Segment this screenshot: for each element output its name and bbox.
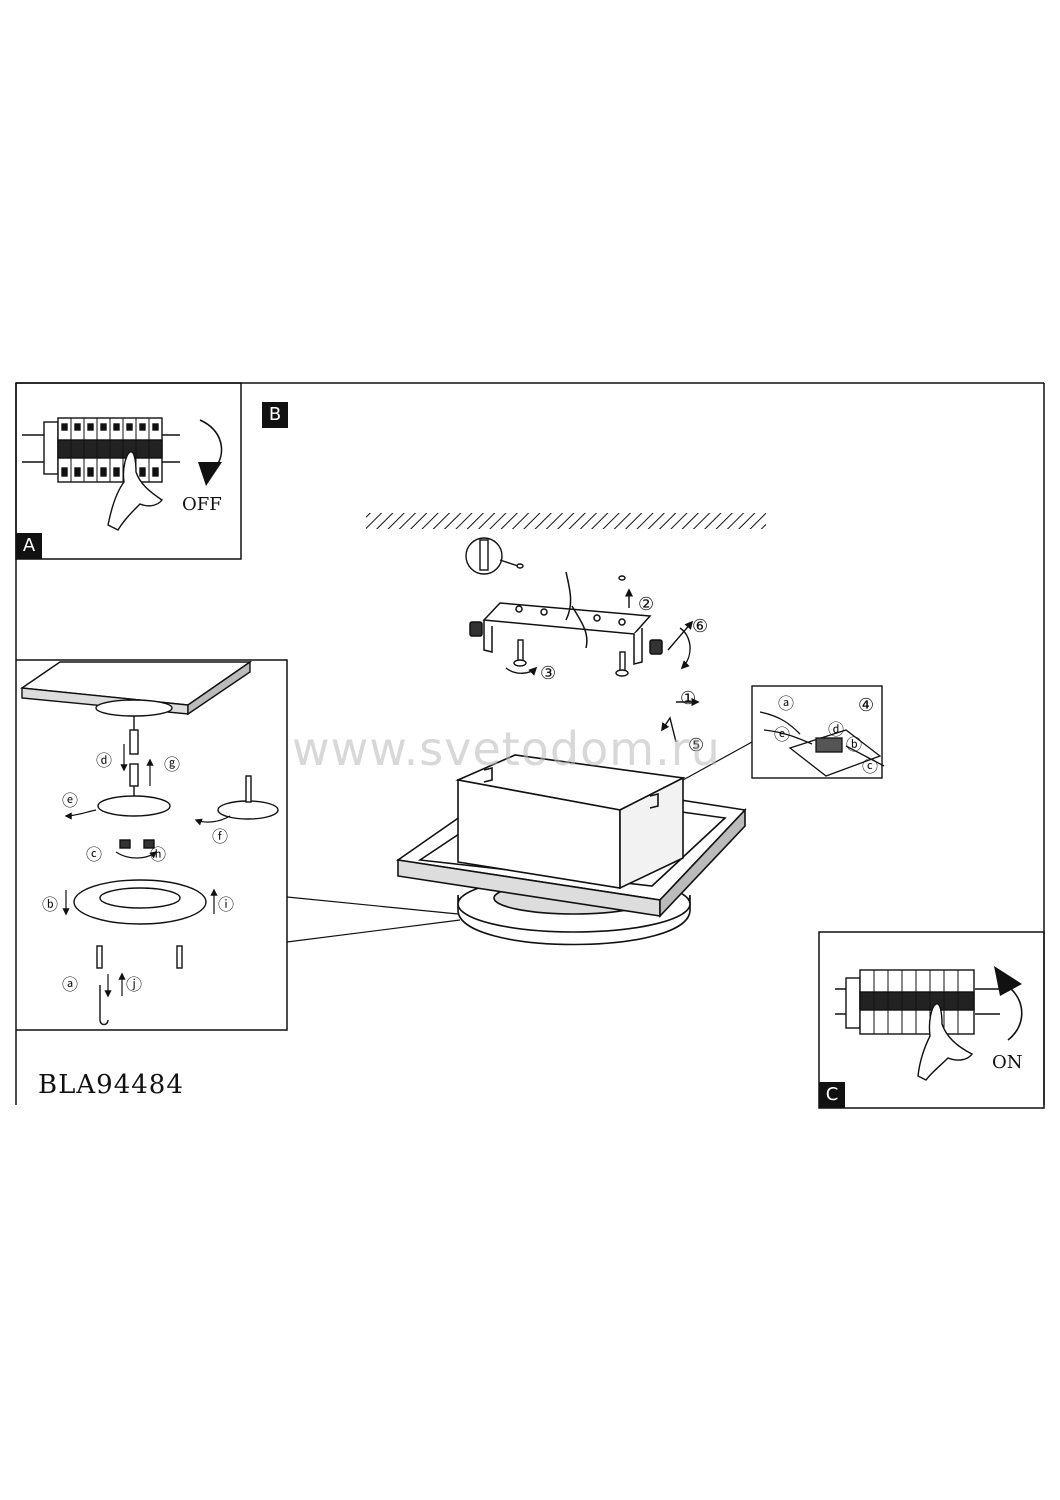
wiring-e: ⓔ [774,725,790,744]
panel-b-badge: B [262,402,288,428]
ceiling-hatch [366,513,766,529]
rotate-arrow-icon [1007,987,1023,1041]
detail-d: ⓓ [96,751,112,770]
wiring-c: ⓒ [862,757,878,776]
panel-c-badge: C [819,1082,845,1108]
wiring-labels: ⓐ ⓑ ⓒ ⓓ ⓔ [774,694,878,776]
step-2: ② [638,594,654,615]
off-arrowhead [198,462,222,486]
step-4: ④ [858,695,874,716]
on-label: ON [992,1052,1023,1073]
breaker-panel-icon [835,969,1000,1035]
detail-e: ⓔ [62,791,78,810]
step-5: ⑤ [688,735,704,756]
detail-j: ⓙ [126,975,142,994]
detail-a: ⓐ [62,975,78,994]
step-6: ⑥ [692,616,708,637]
terminal-block [759,711,885,777]
detail-g: ⓖ [164,755,180,774]
detail-c: ⓒ [86,845,102,864]
panel-a-frame [15,382,242,560]
bracket-arrows [505,588,700,743]
step-labels: ① ② ③ ④ ⑤ ⑥ [540,594,874,756]
detail-f: ⓕ [212,827,228,846]
detail-b: ⓑ [42,895,58,914]
detail-h: ⓗ [150,845,166,864]
detail-leader-lines [286,896,461,943]
detail-i: ⓘ [218,895,234,914]
step-3: ③ [540,663,556,684]
detail-labels: ⓐ ⓑ ⓒ ⓓ ⓔ ⓕ ⓖ ⓗ ⓘ ⓙ [42,751,234,994]
dowel-icon [465,537,626,581]
detail-arrows [62,744,231,998]
model-code: BLA94484 [38,1070,184,1100]
on-arrowhead [994,966,1022,996]
detail-leader [682,741,753,781]
watermark: www.svetodom.ru [292,722,721,776]
breaker-panel-icon [22,417,180,483]
panel-c-frame [818,931,1045,1109]
left-detail-frame [16,659,288,1031]
wiring-a: ⓐ [778,694,794,713]
off-label: OFF [182,494,222,515]
step-1: ① [680,688,696,709]
wiring-b: ⓑ [846,735,862,754]
hand-icon [107,451,164,531]
wiring-d: ⓓ [828,720,844,739]
panel-a-badge: A [16,533,42,559]
screw-icon [513,639,629,677]
hand-icon [917,1003,974,1081]
exploded-parts [20,660,279,1026]
fixture [395,754,747,946]
mounting-bracket [469,571,663,665]
